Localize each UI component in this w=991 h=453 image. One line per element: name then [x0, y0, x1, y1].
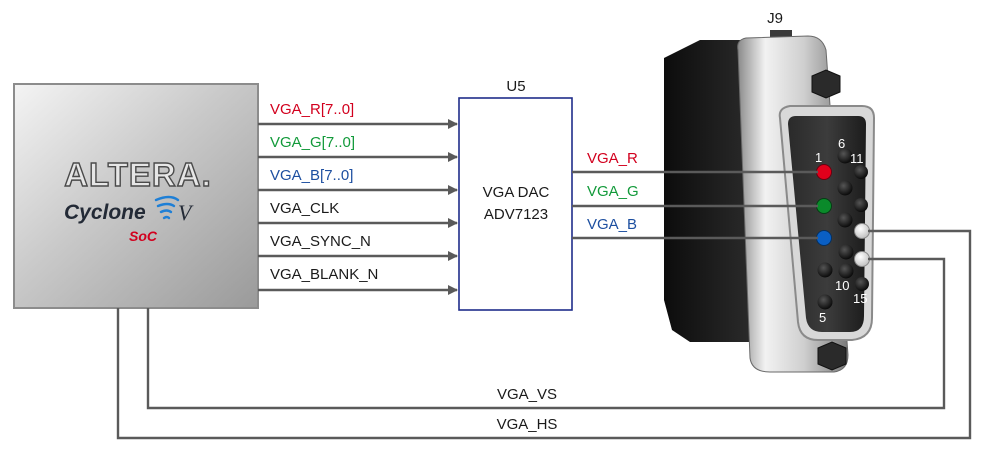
input-buses: VGA_R[7..0] VGA_G[7..0] VGA_B[7..0] VGA_… [258, 101, 458, 295]
signal-label-vga-b: VGA_B [587, 216, 637, 233]
pin-7 [837, 180, 853, 196]
signal-label-vga-vs: VGA_VS [497, 386, 557, 403]
signal-label-vga-sync-n: VGA_SYNC_N [270, 233, 371, 250]
pin-number-10: 10 [835, 278, 849, 293]
signal-label-vga-r-bus: VGA_R[7..0] [270, 101, 354, 118]
signal-label-vga-b-bus: VGA_B[7..0] [270, 167, 353, 184]
pin-4 [817, 262, 833, 278]
cyclone-swirl-icon [154, 195, 180, 220]
wire-vga-vs [146, 257, 946, 410]
fpga-chip: ALTERA. Cyclone V SoC [13, 83, 259, 309]
connector-ref-label: J9 [767, 10, 783, 27]
dac-ref-label: U5 [506, 78, 525, 95]
pin-number-1: 1 [815, 150, 822, 165]
cyclone-version: V [178, 200, 194, 225]
bottom-hex-nut [817, 341, 847, 371]
pin-1-red [816, 164, 832, 180]
soc-label: SoC [129, 228, 158, 244]
pin-2-green [816, 198, 832, 214]
signal-label-vga-blank-n: VGA_BLANK_N [270, 266, 378, 283]
dac-box [458, 97, 573, 311]
cyclone-wordmark: Cyclone [64, 201, 146, 224]
cyclone-logo: Cyclone V SoC [64, 195, 194, 244]
altera-logo: ALTERA. [64, 155, 212, 193]
pin-14-vsync [854, 251, 870, 267]
dac-name-line2: ADV7123 [484, 206, 548, 223]
pin-13-hsync [854, 223, 870, 239]
wire-vga-hs [116, 229, 972, 440]
pin-11 [854, 165, 868, 179]
pin-6 [837, 148, 853, 164]
pin-number-11: 11 [850, 151, 864, 166]
top-hex-nut [811, 69, 841, 99]
signal-label-vga-hs: VGA_HS [497, 416, 558, 433]
pin-5 [817, 294, 833, 310]
pin-15 [855, 277, 869, 291]
fpga-package [13, 83, 259, 309]
pin-number-15: 15 [853, 291, 867, 306]
sync-wires: VGA_VS VGA_HS [116, 229, 972, 440]
pin-number-6: 6 [838, 136, 845, 151]
pin-number-5: 5 [819, 310, 826, 325]
vga-dac-block: U5 VGA DAC ADV7123 [458, 78, 573, 311]
pin-12 [854, 198, 868, 212]
dac-name-line1: VGA DAC [483, 184, 550, 201]
output-wires: VGA_R VGA_G VGA_B [572, 150, 818, 240]
altera-wordmark: ALTERA. [64, 156, 212, 193]
pin-8 [837, 212, 853, 228]
pin-9 [838, 244, 854, 260]
signal-label-vga-clk: VGA_CLK [270, 200, 339, 217]
signal-label-vga-g: VGA_G [587, 183, 639, 200]
signal-label-vga-g-bus: VGA_G[7..0] [270, 134, 355, 151]
pin-10 [838, 263, 854, 279]
vga-connector-j9: J9 1 6 11 10 15 [664, 10, 876, 373]
pin-3-blue [816, 230, 832, 246]
signal-label-vga-r: VGA_R [587, 150, 638, 167]
